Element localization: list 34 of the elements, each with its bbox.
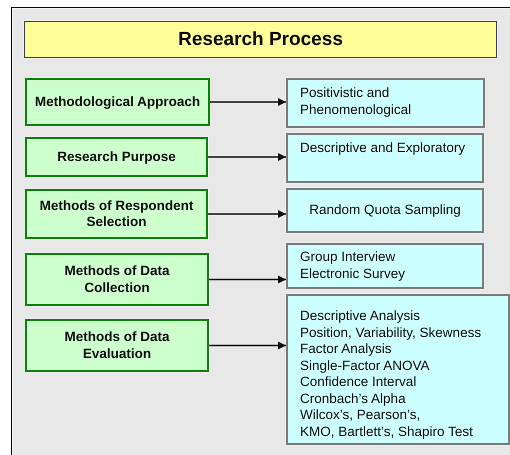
node-text: Group Interview	[300, 249, 396, 266]
node-text: Methodological Approach	[34, 94, 200, 110]
node-text: Descriptive and Exploratory	[300, 140, 466, 156]
result-box	[286, 133, 484, 183]
arrow	[209, 276, 286, 284]
process-box	[25, 319, 209, 372]
arrow	[208, 153, 286, 161]
node-text: Methods of Respondent Selection	[38, 198, 194, 230]
result-box	[286, 188, 484, 233]
node-text: Single-Factor ANOVA	[300, 358, 430, 374]
node-text: Positivistic and Phenomenological	[300, 85, 412, 118]
node-text: Descriptive Analysis	[300, 308, 420, 324]
node-text: Electronic Survey	[300, 266, 406, 282]
arrow	[210, 98, 286, 106]
result-box	[286, 78, 485, 128]
node-text: Confidence Interval	[300, 374, 416, 390]
node-text: Cronbach’s Alpha	[300, 390, 406, 407]
node-text: Wilcox’s, Pearson’s,	[300, 407, 420, 424]
result-box	[286, 243, 484, 289]
node-text: Methods of Data Collection	[63, 263, 171, 296]
node-text: Position, Variability, Skewness	[300, 324, 482, 341]
process-box	[25, 189, 208, 239]
node-text: Random Quota Sampling	[309, 202, 461, 219]
node-text: Factor Analysis	[300, 341, 392, 358]
process-box	[25, 78, 210, 126]
node-text: Methods of Data Evaluation	[63, 329, 171, 362]
result-box	[286, 294, 510, 445]
process-box	[25, 137, 208, 177]
node-text: KMO, Bartlett’s, Shapiro Test	[300, 424, 473, 440]
process-box	[25, 253, 209, 306]
arrow	[209, 342, 286, 350]
node-text: Research Purpose	[57, 148, 176, 166]
arrow	[208, 210, 286, 218]
title: Research Process	[24, 21, 497, 58]
